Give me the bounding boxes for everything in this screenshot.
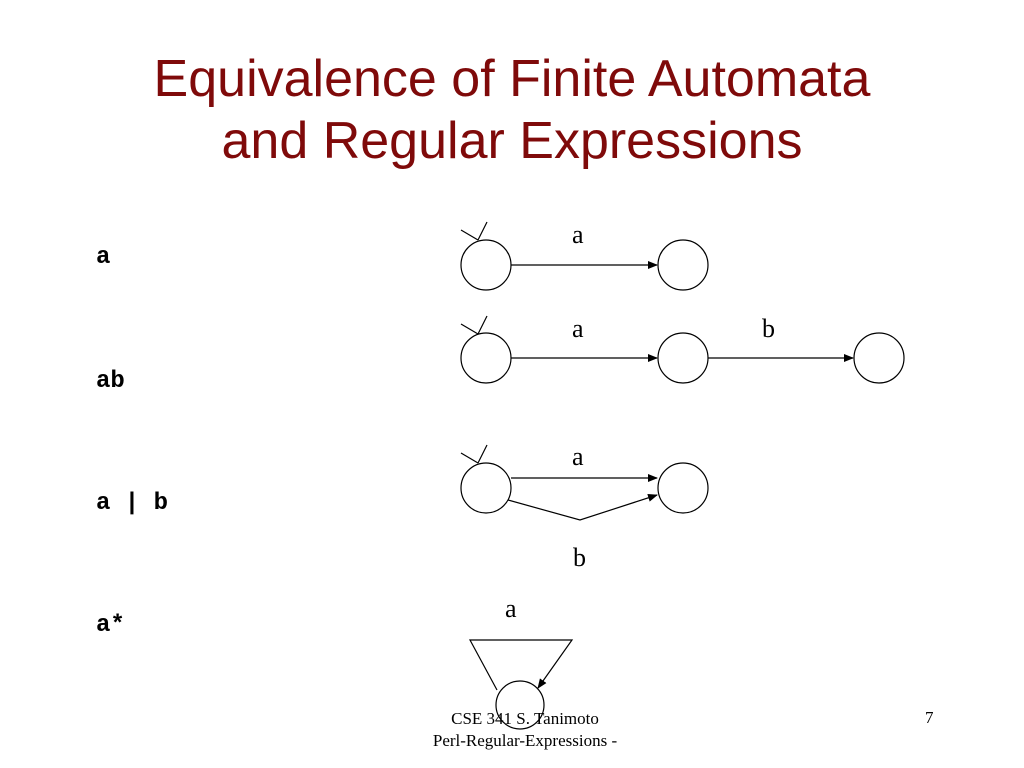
footer-line-1: CSE 341 S. Tanimoto bbox=[451, 709, 599, 728]
page-number: 7 bbox=[925, 708, 934, 727]
middle-state bbox=[657, 332, 709, 384]
start-marker-tick bbox=[477, 315, 488, 335]
accept-state bbox=[657, 462, 709, 514]
slide-title-line-2: and Regular Expressions bbox=[221, 112, 803, 170]
footer-line-2: Perl-Regular-Expressions - bbox=[432, 731, 618, 750]
automaton-a: a bbox=[460, 220, 709, 291]
transition-label-b: b bbox=[573, 543, 586, 572]
automaton-a-star: a bbox=[468, 594, 574, 730]
self-loop-label: a bbox=[505, 594, 517, 623]
start-accept-state bbox=[495, 680, 545, 730]
start-marker-tick bbox=[477, 221, 488, 241]
start-marker-tick bbox=[460, 323, 479, 335]
start-state bbox=[460, 332, 512, 384]
accept-state bbox=[657, 239, 709, 291]
slide-title-line-1: Equivalence of Finite Automata bbox=[153, 50, 871, 108]
slide-title: Equivalence of Finite Automata and Regul… bbox=[0, 48, 1024, 172]
start-marker-tick bbox=[477, 444, 488, 464]
transition-label-a: a bbox=[572, 314, 584, 343]
start-state bbox=[460, 239, 512, 291]
transition-label-b: b bbox=[762, 314, 775, 343]
regex-a-star: a* bbox=[96, 612, 125, 639]
transition-arrow-b bbox=[507, 493, 658, 521]
regex-ab: ab bbox=[96, 368, 125, 395]
start-state bbox=[460, 462, 512, 514]
footer-course-info: CSE 341 S. Tanimoto Perl-Regular-Express… bbox=[390, 708, 660, 752]
start-marker-tick bbox=[460, 229, 479, 241]
automaton-ab: a b bbox=[460, 314, 905, 384]
regex-a-or-b: a | b bbox=[96, 490, 169, 517]
automaton-a-or-b: a b bbox=[460, 442, 709, 572]
transition-label-a: a bbox=[572, 442, 584, 471]
regex-a: a bbox=[96, 244, 111, 271]
self-loop-arrow bbox=[468, 639, 574, 691]
accept-state bbox=[853, 332, 905, 384]
transition-label: a bbox=[572, 220, 584, 249]
start-marker-tick bbox=[460, 452, 479, 464]
